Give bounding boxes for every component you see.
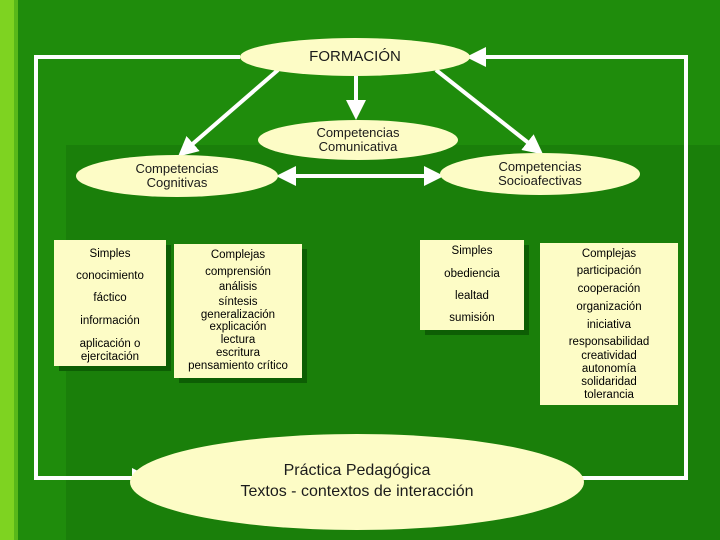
box-soc-complejas-item: solidaridad <box>581 376 637 388</box>
box-cog-simples-title: Simples <box>89 247 131 260</box>
box-soc-complejas-item: responsabilidad <box>568 335 650 348</box>
box-cog-simples-item: aplicación o <box>79 338 141 351</box>
box-cog-complejas-item: explicación <box>209 321 267 334</box>
box-cog-complejas-item: síntesis <box>218 295 258 308</box>
box-socioafectivas-simples: Simples obediencia lealtad sumisión <box>420 240 524 330</box>
loop-connector-right <box>466 47 688 480</box>
node-socioafectivas-line2: Socioafectivas <box>498 173 582 188</box>
box-cog-complejas-item: lectura <box>220 334 256 347</box>
loop-connector-left <box>34 55 240 488</box>
box-cog-complejas-item: escritura <box>215 347 261 360</box>
node-practica-line2: Textos - contextos de interacción <box>240 483 474 500</box>
box-soc-complejas-item: participación <box>576 265 642 278</box>
box-cognitivas-complejas: Complejas comprensión análisis síntesis … <box>174 244 302 378</box>
node-practica-pedagogica: Práctica Pedagógica Textos - contextos d… <box>130 434 584 530</box>
node-cognitivas-line1: Competencias <box>135 160 219 176</box>
left-accent-stripe-inner <box>14 0 18 540</box>
box-soc-complejas-item: tolerancia <box>584 389 634 402</box>
node-practica-line1: Práctica Pedagógica <box>283 462 431 480</box>
left-accent-stripe <box>0 0 14 540</box>
node-socioafectivas-line1: Competencias <box>498 158 582 174</box>
box-cog-complejas-item: análisis <box>218 280 258 293</box>
node-comunicativa-line2: Comunicativa <box>318 139 398 154</box>
box-cog-complejas-item: generalización <box>200 308 276 321</box>
box-cog-simples-item: fáctico <box>93 292 127 305</box>
box-soc-simples-title: Simples <box>451 245 493 258</box>
box-soc-simples-item: lealtad <box>455 290 489 302</box>
box-cog-simples-item: información <box>80 314 140 327</box>
node-cognitivas: Competencias Cognitivas <box>76 155 278 197</box>
node-formacion-label: FORMACIÓN <box>309 47 401 65</box>
node-comunicativa: Competencias Comunicativa <box>258 120 458 160</box>
box-cog-complejas-item: comprensión <box>205 265 271 278</box>
box-soc-complejas-item: cooperación <box>577 283 641 296</box>
node-socioafectivas: Competencias Socioafectivas <box>440 153 640 195</box>
node-comunicativa-line1: Competencias <box>316 124 400 140</box>
box-soc-complejas-item: iniciativa <box>586 318 632 331</box>
box-cog-simples-item: ejercitación <box>80 350 140 363</box>
box-soc-simples-item: obediencia <box>444 267 500 280</box>
box-cog-complejas-title: Complejas <box>210 249 266 262</box>
box-soc-complejas-title: Complejas <box>581 247 637 260</box>
box-soc-simples-item: sumisión <box>449 312 495 325</box>
node-formacion: FORMACIÓN <box>240 38 470 76</box>
box-soc-complejas-item: creatividad <box>581 349 637 362</box>
box-cog-complejas-item: pensamiento crítico <box>188 360 288 373</box>
box-soc-complejas-item: organización <box>576 301 642 313</box>
box-cog-simples-item: conocimiento <box>76 269 144 282</box>
node-cognitivas-line2: Cognitivas <box>146 175 208 190</box>
box-socioafectivas-complejas: Complejas participación cooperación orga… <box>540 243 678 405</box>
box-cognitivas-simples: Simples conocimiento fáctico información… <box>54 240 166 366</box>
arrow-formacion-cognitivas <box>177 68 280 157</box>
arrow-formacion-socioafectivas <box>434 68 544 155</box>
box-soc-complejas-item: autonomía <box>581 362 637 375</box>
